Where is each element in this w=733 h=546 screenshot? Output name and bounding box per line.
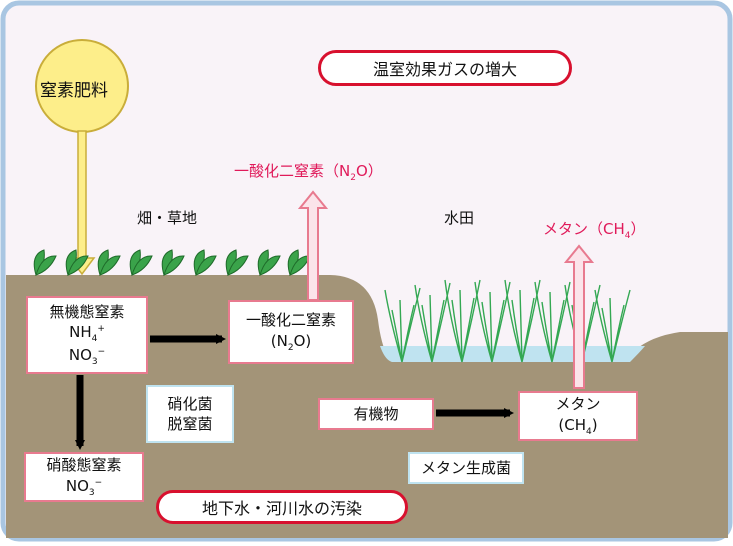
- no3-sup: −: [97, 347, 106, 358]
- nitrate-formula: NO3−: [66, 476, 102, 499]
- nitrate-no3-sub: 3: [88, 487, 95, 498]
- n2o-emission-tail: O）: [355, 162, 383, 180]
- upland-label: 畑・草地: [137, 209, 198, 227]
- methane-box-tail: ): [591, 415, 598, 434]
- n2o-box-tail: O): [293, 331, 312, 350]
- nitrate-nitrogen-box: 硝酸態窒素 NO3−: [24, 452, 144, 502]
- ch4-emission-arrow: [563, 244, 595, 389]
- methanogen-label: メタン生成菌: [420, 458, 511, 477]
- nitrifying-bacteria-label: 硝化菌: [167, 394, 213, 413]
- upland-crops: [33, 249, 311, 276]
- nitrate-no3-sup: −: [94, 477, 103, 488]
- ch4-emission-tail: ）: [630, 220, 646, 238]
- paddy-label: 水田: [444, 209, 475, 227]
- denitrifying-bacteria-label: 脱窒菌: [167, 415, 213, 433]
- nitrate-no3-text: NO: [65, 476, 89, 495]
- fertilizer-label: 窒素肥料: [40, 81, 108, 101]
- methane-box-sub: 4: [586, 426, 592, 437]
- title-text: 温室効果ガスの増大: [372, 60, 517, 79]
- ch4-emission-sub: 4: [624, 231, 631, 241]
- inorganic-nitrogen-label: 無機態窒素: [49, 302, 125, 321]
- title-label: 温室効果ガスの増大: [318, 50, 572, 86]
- nh4-sub: 4: [91, 333, 98, 344]
- n2o-emission-text: 一酸化二窒素（N: [234, 162, 351, 180]
- n2o-emission-label: 一酸化二窒素（N2O）: [234, 160, 383, 183]
- inorganic-nitrogen-box: 無機態窒素 NH4+ NO3−: [26, 296, 148, 374]
- nh4-sup: +: [97, 323, 105, 334]
- ch4-emission-label: メタン（CH4）: [543, 218, 646, 241]
- nh4-formula: NH4+: [69, 322, 105, 345]
- groundwater-text: 地下水・河川水の汚染: [201, 499, 362, 518]
- methane-box: メタン (CH4): [518, 391, 638, 441]
- nh4-text: NH: [69, 322, 92, 341]
- n2o-box: 一酸化二窒素 (N2O): [228, 300, 354, 364]
- paddy-water: [380, 346, 645, 362]
- n2o-box-label: 一酸化二窒素: [245, 311, 336, 330]
- organic-matter-box: 有機物: [318, 398, 434, 430]
- groundwater-label: 地下水・河川水の汚染: [156, 490, 408, 524]
- no3-formula: NO3−: [69, 345, 105, 368]
- methane-box-formula: (CH4): [558, 415, 597, 438]
- bacteria-box: 硝化菌 脱窒菌: [146, 385, 234, 443]
- n2o-emission-sub: 2: [350, 173, 356, 183]
- n2o-box-sub: 2: [287, 342, 294, 353]
- ch4-emission-text: メタン（CH: [543, 220, 625, 238]
- no3-text: NO: [68, 346, 92, 365]
- methanogen-box: メタン生成菌: [408, 452, 524, 484]
- methane-box-formula-text: (CH: [558, 415, 586, 434]
- methane-box-label: メタン: [555, 395, 601, 414]
- n2o-box-formula: (N2O): [271, 331, 311, 354]
- n2o-emission-arrow: [297, 190, 329, 301]
- n2o-box-formula-text: (N: [270, 331, 288, 350]
- organic-matter-label: 有機物: [353, 404, 399, 423]
- no3-sub: 3: [91, 357, 98, 368]
- nitrate-nitrogen-label: 硝酸態窒素: [46, 456, 122, 475]
